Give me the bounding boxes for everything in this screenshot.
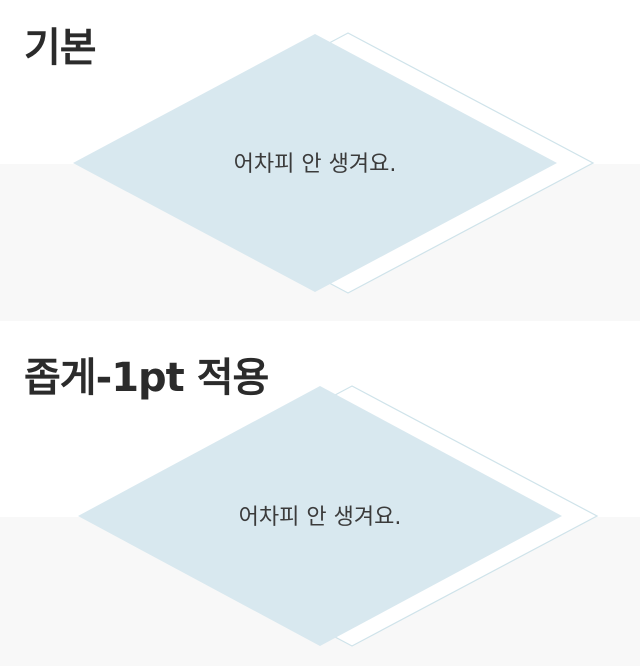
diamond-graphic-basic: 어차피 안 생겨요. [73, 32, 595, 294]
diamond-caption: 어차피 안 생겨요. [234, 152, 397, 177]
diamond-shape [78, 386, 562, 646]
section-title-narrow: 좁게-1pt 적용 [24, 355, 269, 401]
diamond-caption: 어차피 안 생겨요. [239, 505, 402, 530]
diamond-shape [73, 34, 557, 292]
diamond-graphic-narrow: 어차피 안 생겨요. [78, 385, 599, 647]
section-title-basic: 기본 [24, 25, 97, 71]
